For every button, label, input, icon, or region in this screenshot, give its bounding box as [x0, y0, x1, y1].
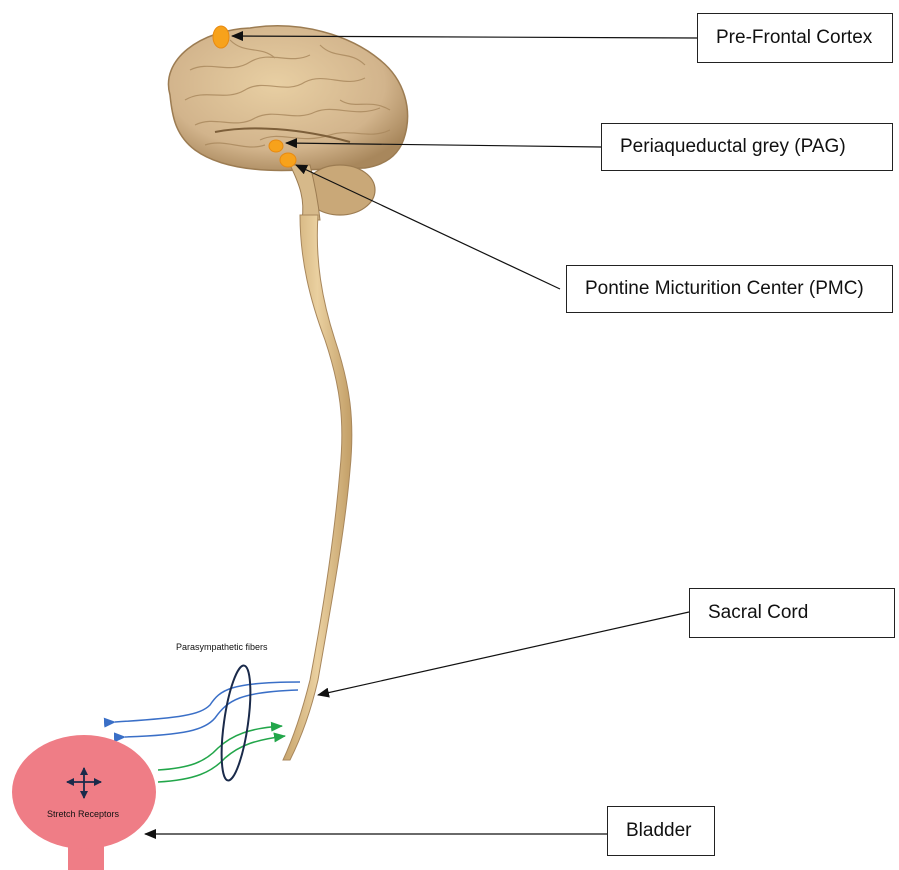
bladder: [12, 735, 156, 870]
prefrontal-cortex-label: Pre-Frontal Cortex: [697, 13, 893, 63]
spinal-cord: [283, 215, 352, 760]
brain: [168, 26, 407, 220]
afferent-fiber-2: [125, 690, 298, 737]
pag-marker: [269, 140, 283, 152]
stretch-receptors-label: Stretch Receptors: [47, 809, 120, 819]
pointer-sacral: [318, 612, 689, 695]
pag-label: Periaqueductal grey (PAG): [601, 123, 893, 171]
pointer-pmc: [296, 165, 560, 289]
prefrontal-cortex-marker: [213, 26, 229, 48]
sacral-cord-label: Sacral Cord: [689, 588, 895, 638]
parasympathetic-fiber-ring: [216, 664, 256, 782]
afferent-fiber-1: [115, 682, 300, 722]
parasympathetic-fibers-label: Parasympathetic fibers: [176, 642, 268, 652]
pmc-marker: [280, 153, 296, 167]
pmc-label: Pontine Micturition Center (PMC): [566, 265, 893, 313]
bladder-label: Bladder: [607, 806, 715, 856]
